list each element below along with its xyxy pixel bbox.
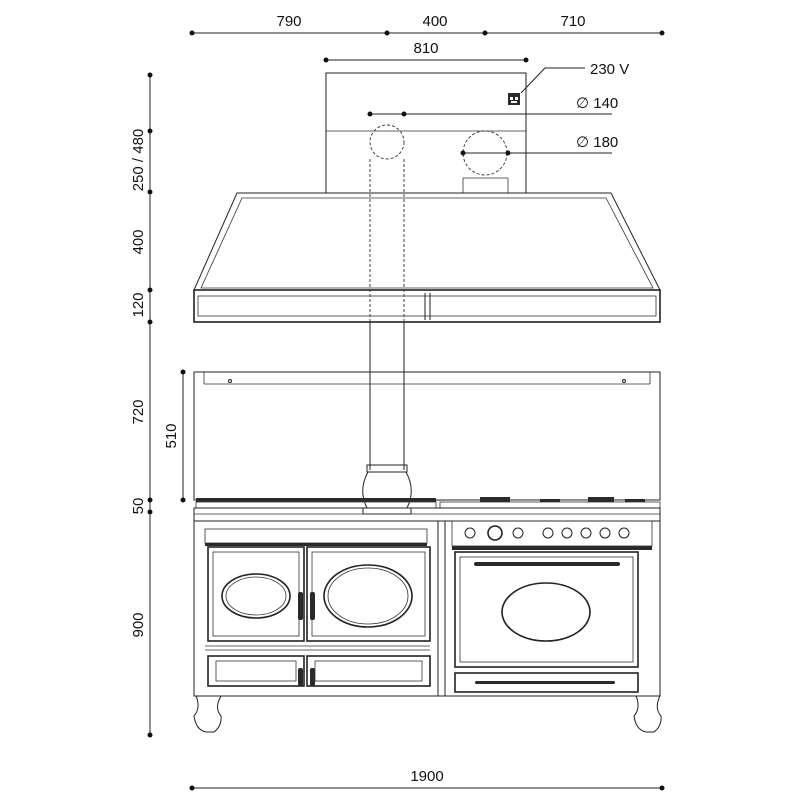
dim-left-hood-height: 250 / 480: [130, 129, 147, 192]
label-duct-small: ∅ 140: [576, 95, 618, 112]
cooker-legs: [193, 695, 662, 733]
dim-left-backsplash: 720: [130, 399, 147, 424]
cooker-body: [193, 520, 661, 697]
dim-left-hob: 50: [130, 498, 147, 515]
wood-stove-section: [204, 528, 431, 687]
power-callout: 230 V: [520, 61, 629, 94]
dim-left-hood-body: 400: [130, 229, 147, 254]
range-hood: [193, 192, 661, 323]
dim-left-cooker: 900: [130, 612, 147, 637]
duct-small-callout: ∅ 140: [367, 95, 618, 117]
bottom-dimension-row: 1900: [189, 768, 665, 791]
dim-top-middle: 400: [422, 13, 447, 30]
dim-bottom-total: 1900: [410, 768, 443, 785]
top-dimension-row: 790 400 710: [189, 13, 665, 36]
inner-backsplash-dimension: 510: [163, 369, 186, 503]
dim-left-hood-band: 120: [130, 292, 147, 317]
dim-top-left: 790: [276, 13, 301, 30]
backsplash-panel: [193, 371, 661, 501]
flue-pipe: [362, 159, 412, 515]
label-power: 230 V: [590, 61, 629, 78]
left-dimension-column: 250 / 480 400 120 720 50 900: [130, 72, 153, 738]
duct-large-callout: ∅ 180: [460, 134, 618, 156]
label-duct-large: ∅ 180: [576, 134, 618, 151]
gas-oven-section: [451, 520, 653, 693]
cooktop: [193, 497, 661, 522]
chimney-width-dimension: 810: [323, 40, 529, 63]
dim-top-right: 710: [560, 13, 585, 30]
dim-inner-backsplash: 510: [163, 423, 180, 448]
power-socket-icon: [508, 93, 520, 105]
dim-chimney-width: 810: [413, 40, 438, 57]
chimney-cover: [325, 72, 527, 194]
